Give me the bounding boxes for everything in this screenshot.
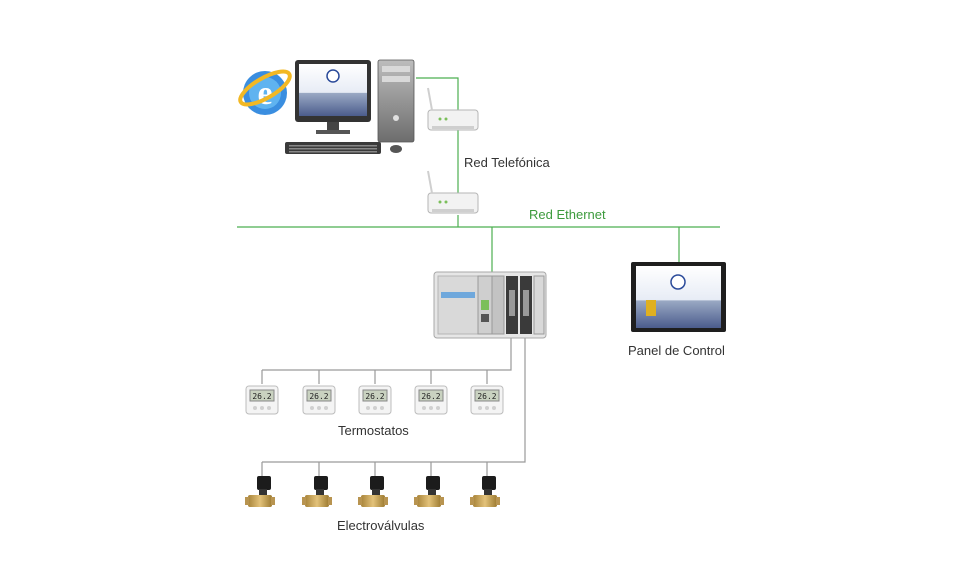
internet-explorer-icon: e: [238, 69, 292, 115]
valves-group: [245, 476, 500, 507]
electrovalvulas-label: Electroválvulas: [337, 518, 425, 533]
router: [427, 170, 479, 214]
solenoid-valve: [245, 476, 275, 507]
field-wires: [261, 328, 526, 476]
plc-to-thermostats-line: [262, 328, 512, 371]
thermostat: 26.2: [245, 385, 279, 415]
thermostat-display: 26.2: [252, 392, 271, 401]
thermostats-group: 26.2 26.2 26.2 26.2 26.2: [245, 385, 504, 415]
mouse: [390, 145, 402, 153]
thermostat-display: 26.2: [309, 392, 328, 401]
red-ethernet-label: Red Ethernet: [529, 207, 606, 222]
thermostat: 26.2: [470, 385, 504, 415]
pc-to-modem-line: [416, 77, 459, 117]
thermostat-display: 26.2: [477, 392, 496, 401]
thermostat: 26.2: [414, 385, 448, 415]
network-lines: [237, 77, 720, 300]
plc-to-valves-line: [262, 328, 526, 463]
pc-tower: [377, 59, 415, 143]
thermostat: 26.2: [302, 385, 336, 415]
solenoid-valve: [414, 476, 444, 507]
termostatos-label: Termostatos: [338, 423, 409, 438]
desktop-computer: [285, 59, 415, 154]
thermostat-display: 26.2: [365, 392, 384, 401]
panel-de-control-label: Panel de Control: [628, 343, 725, 358]
thermostat: 26.2: [358, 385, 392, 415]
solenoid-valve: [358, 476, 388, 507]
thermostat-display: 26.2: [421, 392, 440, 401]
control-panel: [631, 262, 726, 332]
modem: [427, 87, 479, 131]
red-telefonica-label: Red Telefónica: [464, 155, 550, 170]
plc-controller: [433, 271, 547, 339]
solenoid-valve: [302, 476, 332, 507]
solenoid-valve: [470, 476, 500, 507]
